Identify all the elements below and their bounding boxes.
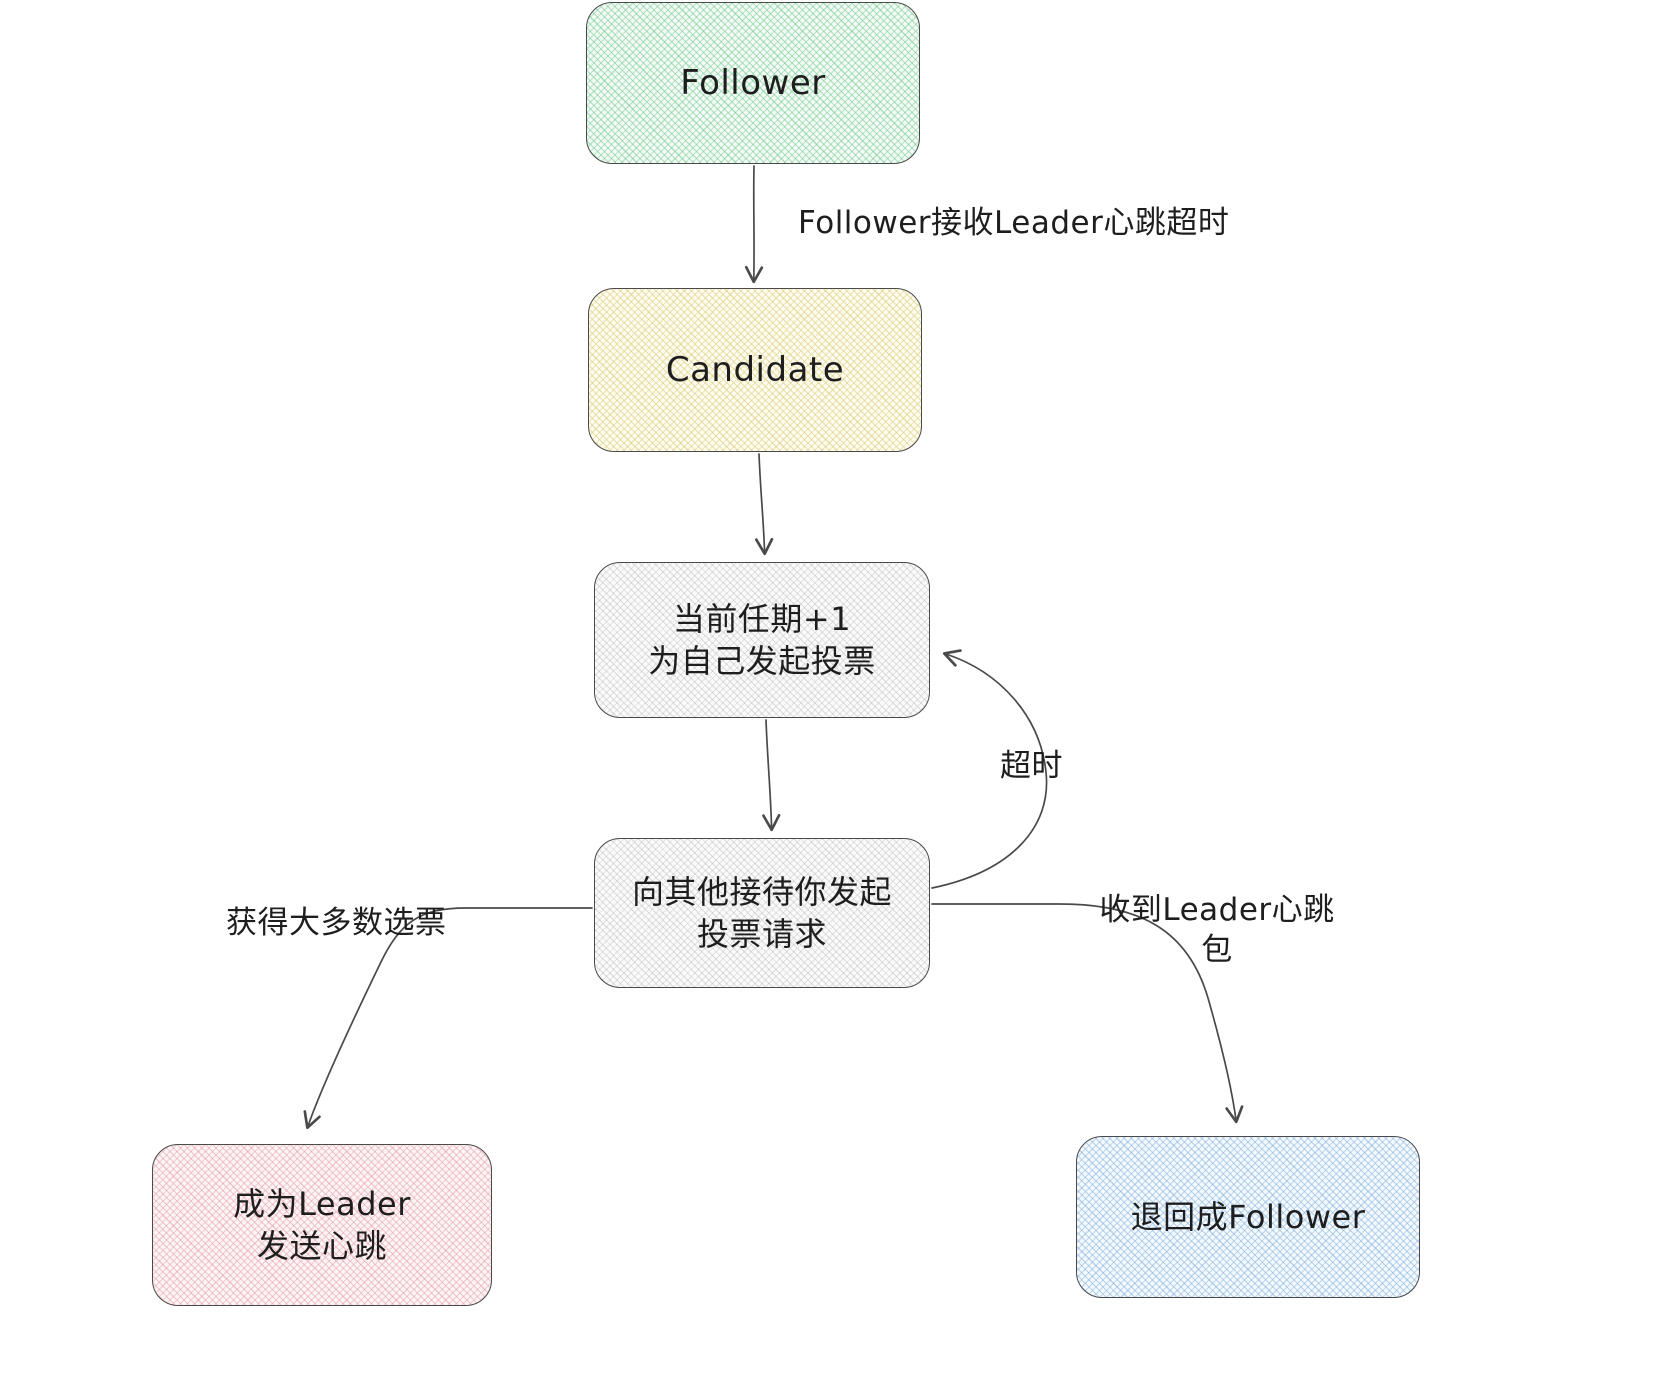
node-request-vote[interactable]: 向其他接待你发起 投票请求: [594, 838, 930, 988]
node-request-vote-label: 向其他接待你发起 投票请求: [631, 872, 892, 953]
node-become-leader[interactable]: 成为Leader 发送心跳: [152, 1144, 492, 1306]
node-increment-term-label: 当前任期+1 为自己发起投票: [648, 599, 876, 680]
node-become-leader-label: 成为Leader 发送心跳: [233, 1184, 411, 1265]
edge-candidate-to-increment-term: [755, 453, 774, 556]
node-revert-follower[interactable]: 退回成Follower: [1076, 1136, 1420, 1298]
node-follower-label: Follower: [680, 62, 826, 103]
node-increment-term[interactable]: 当前任期+1 为自己发起投票: [594, 562, 930, 718]
node-revert-follower-label: 退回成Follower: [1130, 1197, 1366, 1236]
node-candidate[interactable]: Candidate: [588, 288, 922, 452]
edge-increment-term-to-request-vote: [762, 719, 781, 832]
edge-label-majority-votes: 获得大多数选票: [226, 905, 447, 941]
edge-label-heartbeat-timeout: Follower接收Leader心跳超时: [798, 205, 1230, 241]
edge-label-election-timeout: 超时: [1000, 748, 1063, 784]
edge-label-leader-heartbeat-received: 收到Leader心跳 包: [1099, 892, 1335, 969]
node-follower[interactable]: Follower: [586, 2, 920, 164]
node-candidate-label: Candidate: [665, 349, 845, 390]
